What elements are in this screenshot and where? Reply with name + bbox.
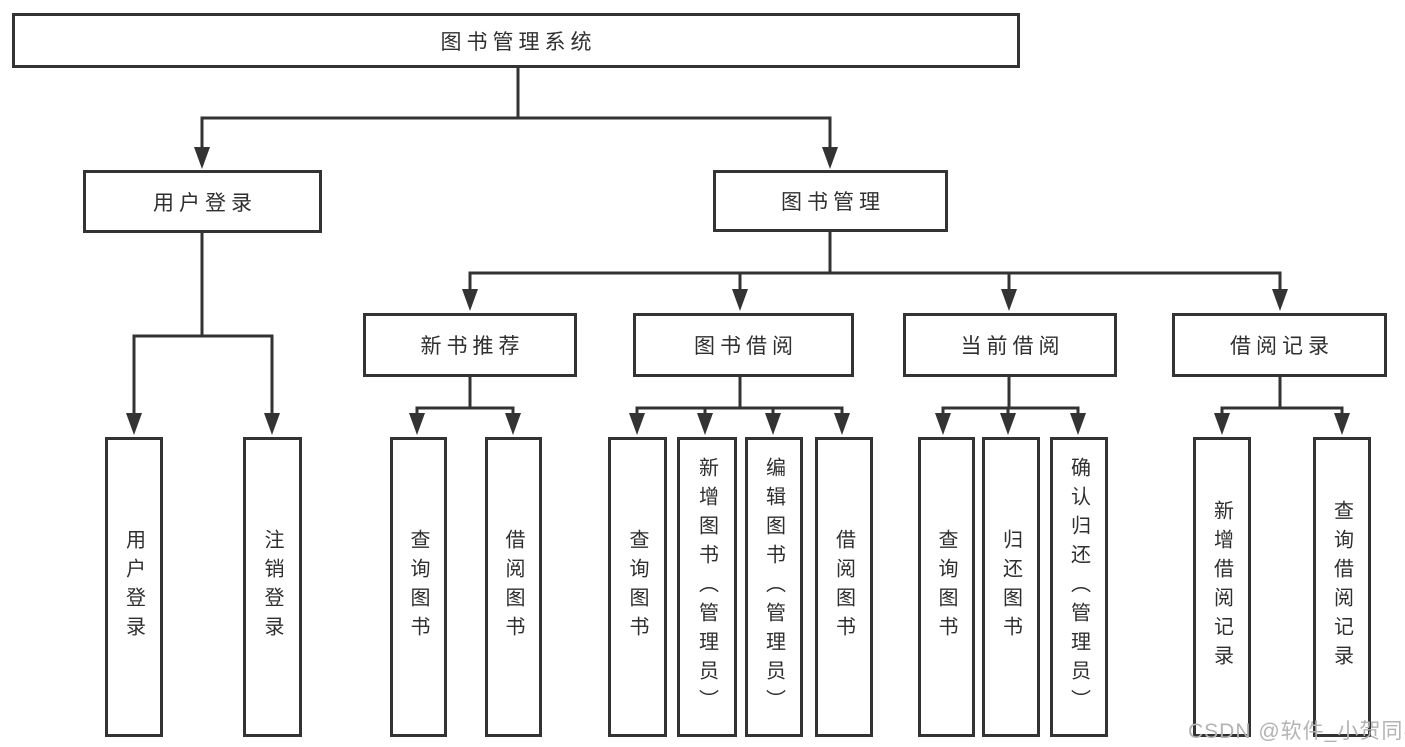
node-user-login: 用户登录 (83, 170, 322, 233)
leaf-borrow-books: 借阅图书 (815, 437, 873, 737)
leaf-query-books-current: 查询图书 (918, 437, 975, 737)
node-new-book-recommend: 新书推荐 (363, 313, 577, 377)
leaf-logout: 注销登录 (243, 437, 302, 737)
node-current-borrowing: 当前借阅 (903, 313, 1117, 377)
leaf-edit-books-admin: 编辑图书（管理员） (745, 437, 803, 737)
leaf-confirm-return-admin: 确认归还（管理员） (1050, 437, 1108, 737)
node-library-management-system: 图书管理系统 (12, 13, 1020, 68)
leaf-borrow-books-recommend: 借阅图书 (485, 437, 542, 737)
leaf-user-login: 用户登录 (105, 437, 163, 737)
node-book-management: 图书管理 (713, 170, 948, 232)
node-book-borrowing: 图书借阅 (633, 313, 854, 377)
leaf-return-books: 归还图书 (982, 437, 1040, 737)
leaf-add-borrow-record: 新增借阅记录 (1193, 437, 1251, 737)
leaf-add-books-admin: 新增图书（管理员） (677, 437, 737, 737)
leaf-query-books-recommend: 查询图书 (390, 437, 447, 737)
csdn-watermark: CSDN @软件_小贺同学 (1188, 720, 1405, 743)
leaf-query-borrow-record: 查询借阅记录 (1313, 437, 1371, 737)
node-borrowing-records: 借阅记录 (1172, 313, 1387, 377)
leaf-query-books-borrowing: 查询图书 (608, 437, 667, 737)
